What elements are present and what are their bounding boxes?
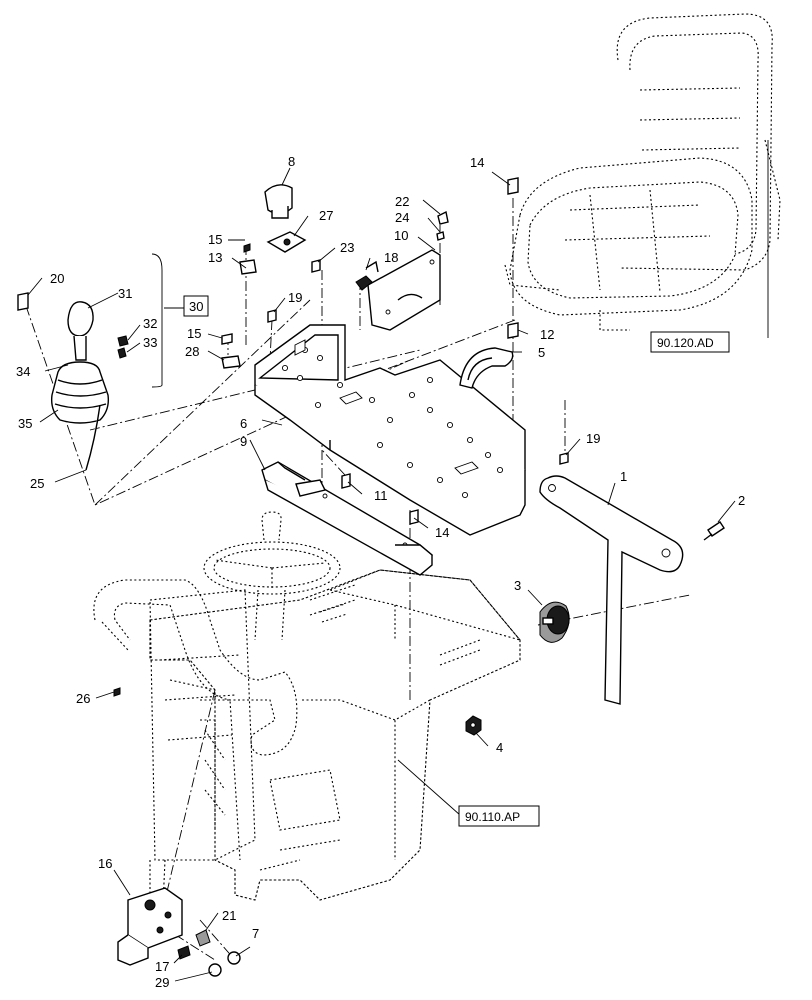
reference-frame: 90.110.AP [458, 805, 540, 827]
bumper-3 [539, 601, 570, 643]
reference-seat-label: 90.120.AD [657, 336, 714, 350]
callout-labels: 1 2 3 4 5 6 7 8 9 10 11 12 13 14 14 15 1… [16, 154, 745, 990]
mounting-plate [254, 324, 526, 536]
switch-18 [355, 260, 379, 291]
callout-25: 25 [30, 476, 44, 491]
callout-8: 8 [288, 154, 295, 169]
joystick-assembly [50, 301, 129, 471]
callout-21: 21 [222, 908, 236, 923]
callout-28: 28 [185, 344, 199, 359]
callout-26: 26 [76, 691, 90, 706]
callout-31: 31 [118, 286, 132, 301]
reference-seat-box [650, 331, 730, 353]
nut-4 [465, 715, 482, 736]
callout-34: 34 [16, 364, 30, 379]
grab-handle [459, 347, 514, 389]
callout-35: 35 [18, 416, 32, 431]
rail-bracket [261, 461, 434, 576]
callout-4: 4 [496, 740, 503, 755]
steering-unit [117, 887, 241, 977]
callout-5: 5 [538, 345, 545, 360]
callout-23: 23 [340, 240, 354, 255]
callout-12: 12 [540, 327, 554, 342]
callout-16: 16 [98, 856, 112, 871]
callout-22: 22 [395, 194, 409, 209]
callout-2: 2 [738, 493, 745, 508]
bolt-2 [703, 521, 725, 541]
reference-frame-label: 90.110.AP [465, 810, 520, 824]
callout-32: 32 [143, 316, 157, 331]
callout-9: 9 [240, 434, 247, 449]
callout-24: 24 [395, 210, 409, 225]
callout-33: 33 [143, 335, 157, 350]
callout-1: 1 [620, 469, 627, 484]
callout-19-right: 19 [586, 431, 600, 446]
callout-17: 17 [155, 959, 169, 974]
callout-10: 10 [394, 228, 408, 243]
machine-frame [93, 511, 521, 906]
callout-30-box [183, 295, 209, 317]
callout-11: 11 [374, 488, 388, 503]
callout-15-bottom: 15 [187, 326, 201, 341]
reference-seat: 90.120.AD [650, 331, 730, 353]
callout-leaders [27, 167, 736, 982]
knob-8 [264, 184, 293, 219]
callout-20: 20 [50, 271, 64, 286]
plate-27 [266, 231, 307, 253]
callout-14-top: 14 [470, 155, 484, 170]
frame-reference-leader [397, 759, 461, 816]
callout-30: 30 [189, 299, 203, 314]
callout-29: 29 [155, 975, 169, 990]
callout-27: 27 [319, 208, 333, 223]
small-fasteners [17, 177, 569, 697]
reference-frame-box [458, 805, 540, 827]
callout-14-bottom: 14 [435, 525, 449, 540]
callout-18: 18 [384, 250, 398, 265]
callout-19-top: 19 [288, 290, 302, 305]
callout-15-top: 15 [208, 232, 222, 247]
callout-6: 6 [240, 416, 247, 431]
callout-7: 7 [252, 926, 259, 941]
callout-3: 3 [514, 578, 521, 593]
callout-13: 13 [208, 250, 222, 265]
t-plate [539, 475, 684, 705]
side-bracket [367, 249, 441, 331]
operator-seat [504, 13, 781, 331]
